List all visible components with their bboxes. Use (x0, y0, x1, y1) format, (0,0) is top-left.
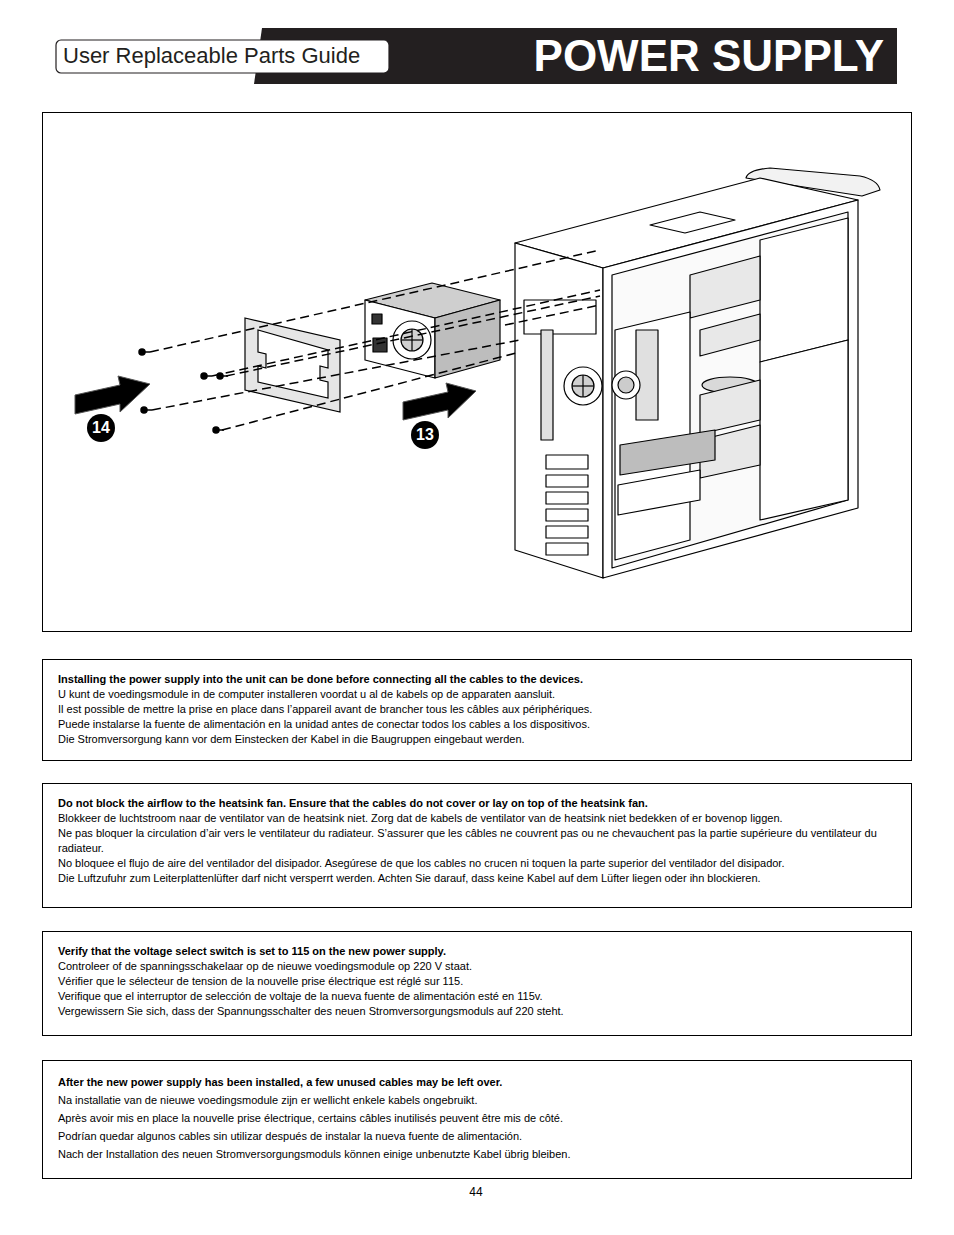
guide-lines (150, 250, 600, 430)
screws (139, 349, 228, 433)
illustration-frame (43, 113, 912, 632)
note-text: Die Luftzufuhr zum Leiterplattenlüfter d… (58, 871, 896, 886)
note-text: Controleer of de spanningsschakelaar op … (58, 959, 896, 974)
note-text: Blokkeer de luchtstroom naar de ventilat… (58, 811, 896, 826)
page-title: POWER SUPPLY (534, 31, 884, 81)
callout-number: 13 (416, 425, 434, 444)
note-text: Vérifier que le sélecteur de tension de … (58, 974, 896, 989)
note-text: Nach der Installation des neuen Stromver… (58, 1145, 896, 1163)
note-box: After the new power supply has been inst… (42, 1060, 912, 1179)
guide-name: User Replaceable Parts Guide (63, 43, 360, 69)
note-heading: Verify that the voltage select switch is… (58, 944, 896, 959)
callout-number: 14 (92, 418, 110, 437)
note-text: Ne pas bloquer la circulation d’air vers… (58, 826, 896, 856)
note-text: Vergewissern Sie sich, dass der Spannung… (58, 1004, 896, 1019)
note-heading: Do not block the airflow to the heatsink… (58, 796, 896, 811)
note-heading: Installing the power supply into the uni… (58, 672, 896, 687)
subtitle-frame (56, 40, 389, 73)
note-text: Il est possible de mettre la prise en pl… (58, 702, 896, 717)
note-text: U kunt de voedingsmodule in de computer … (58, 687, 896, 702)
note-text: Après avoir mis en place la nouvelle pri… (58, 1109, 896, 1127)
note-text: No bloquee el flujo de aire del ventilad… (58, 856, 896, 871)
page-number: 44 (469, 1185, 482, 1199)
note-text: Verifique que el interruptor de selecció… (58, 989, 896, 1004)
computer-case (515, 168, 880, 578)
callout-circle (411, 421, 439, 449)
install-arrow (403, 383, 476, 420)
note-heading: After the new power supply has been inst… (58, 1073, 896, 1091)
note-box: Do not block the airflow to the heatsink… (42, 783, 912, 908)
note-text: Na installatie van de nieuwe voedingsmod… (58, 1091, 896, 1109)
install-arrow (75, 376, 150, 414)
note-box: Verify that the voltage select switch is… (42, 931, 912, 1036)
callout-circle (87, 414, 115, 442)
note-text: Podrían quedar algunos cables sin utiliz… (58, 1127, 896, 1145)
note-box: Installing the power supply into the uni… (42, 659, 912, 761)
note-text: Puede instalarse la fuente de alimentaci… (58, 717, 896, 732)
power-supply-unit (365, 283, 500, 378)
note-text: Die Stromversorgung kann vor dem Einstec… (58, 732, 896, 747)
